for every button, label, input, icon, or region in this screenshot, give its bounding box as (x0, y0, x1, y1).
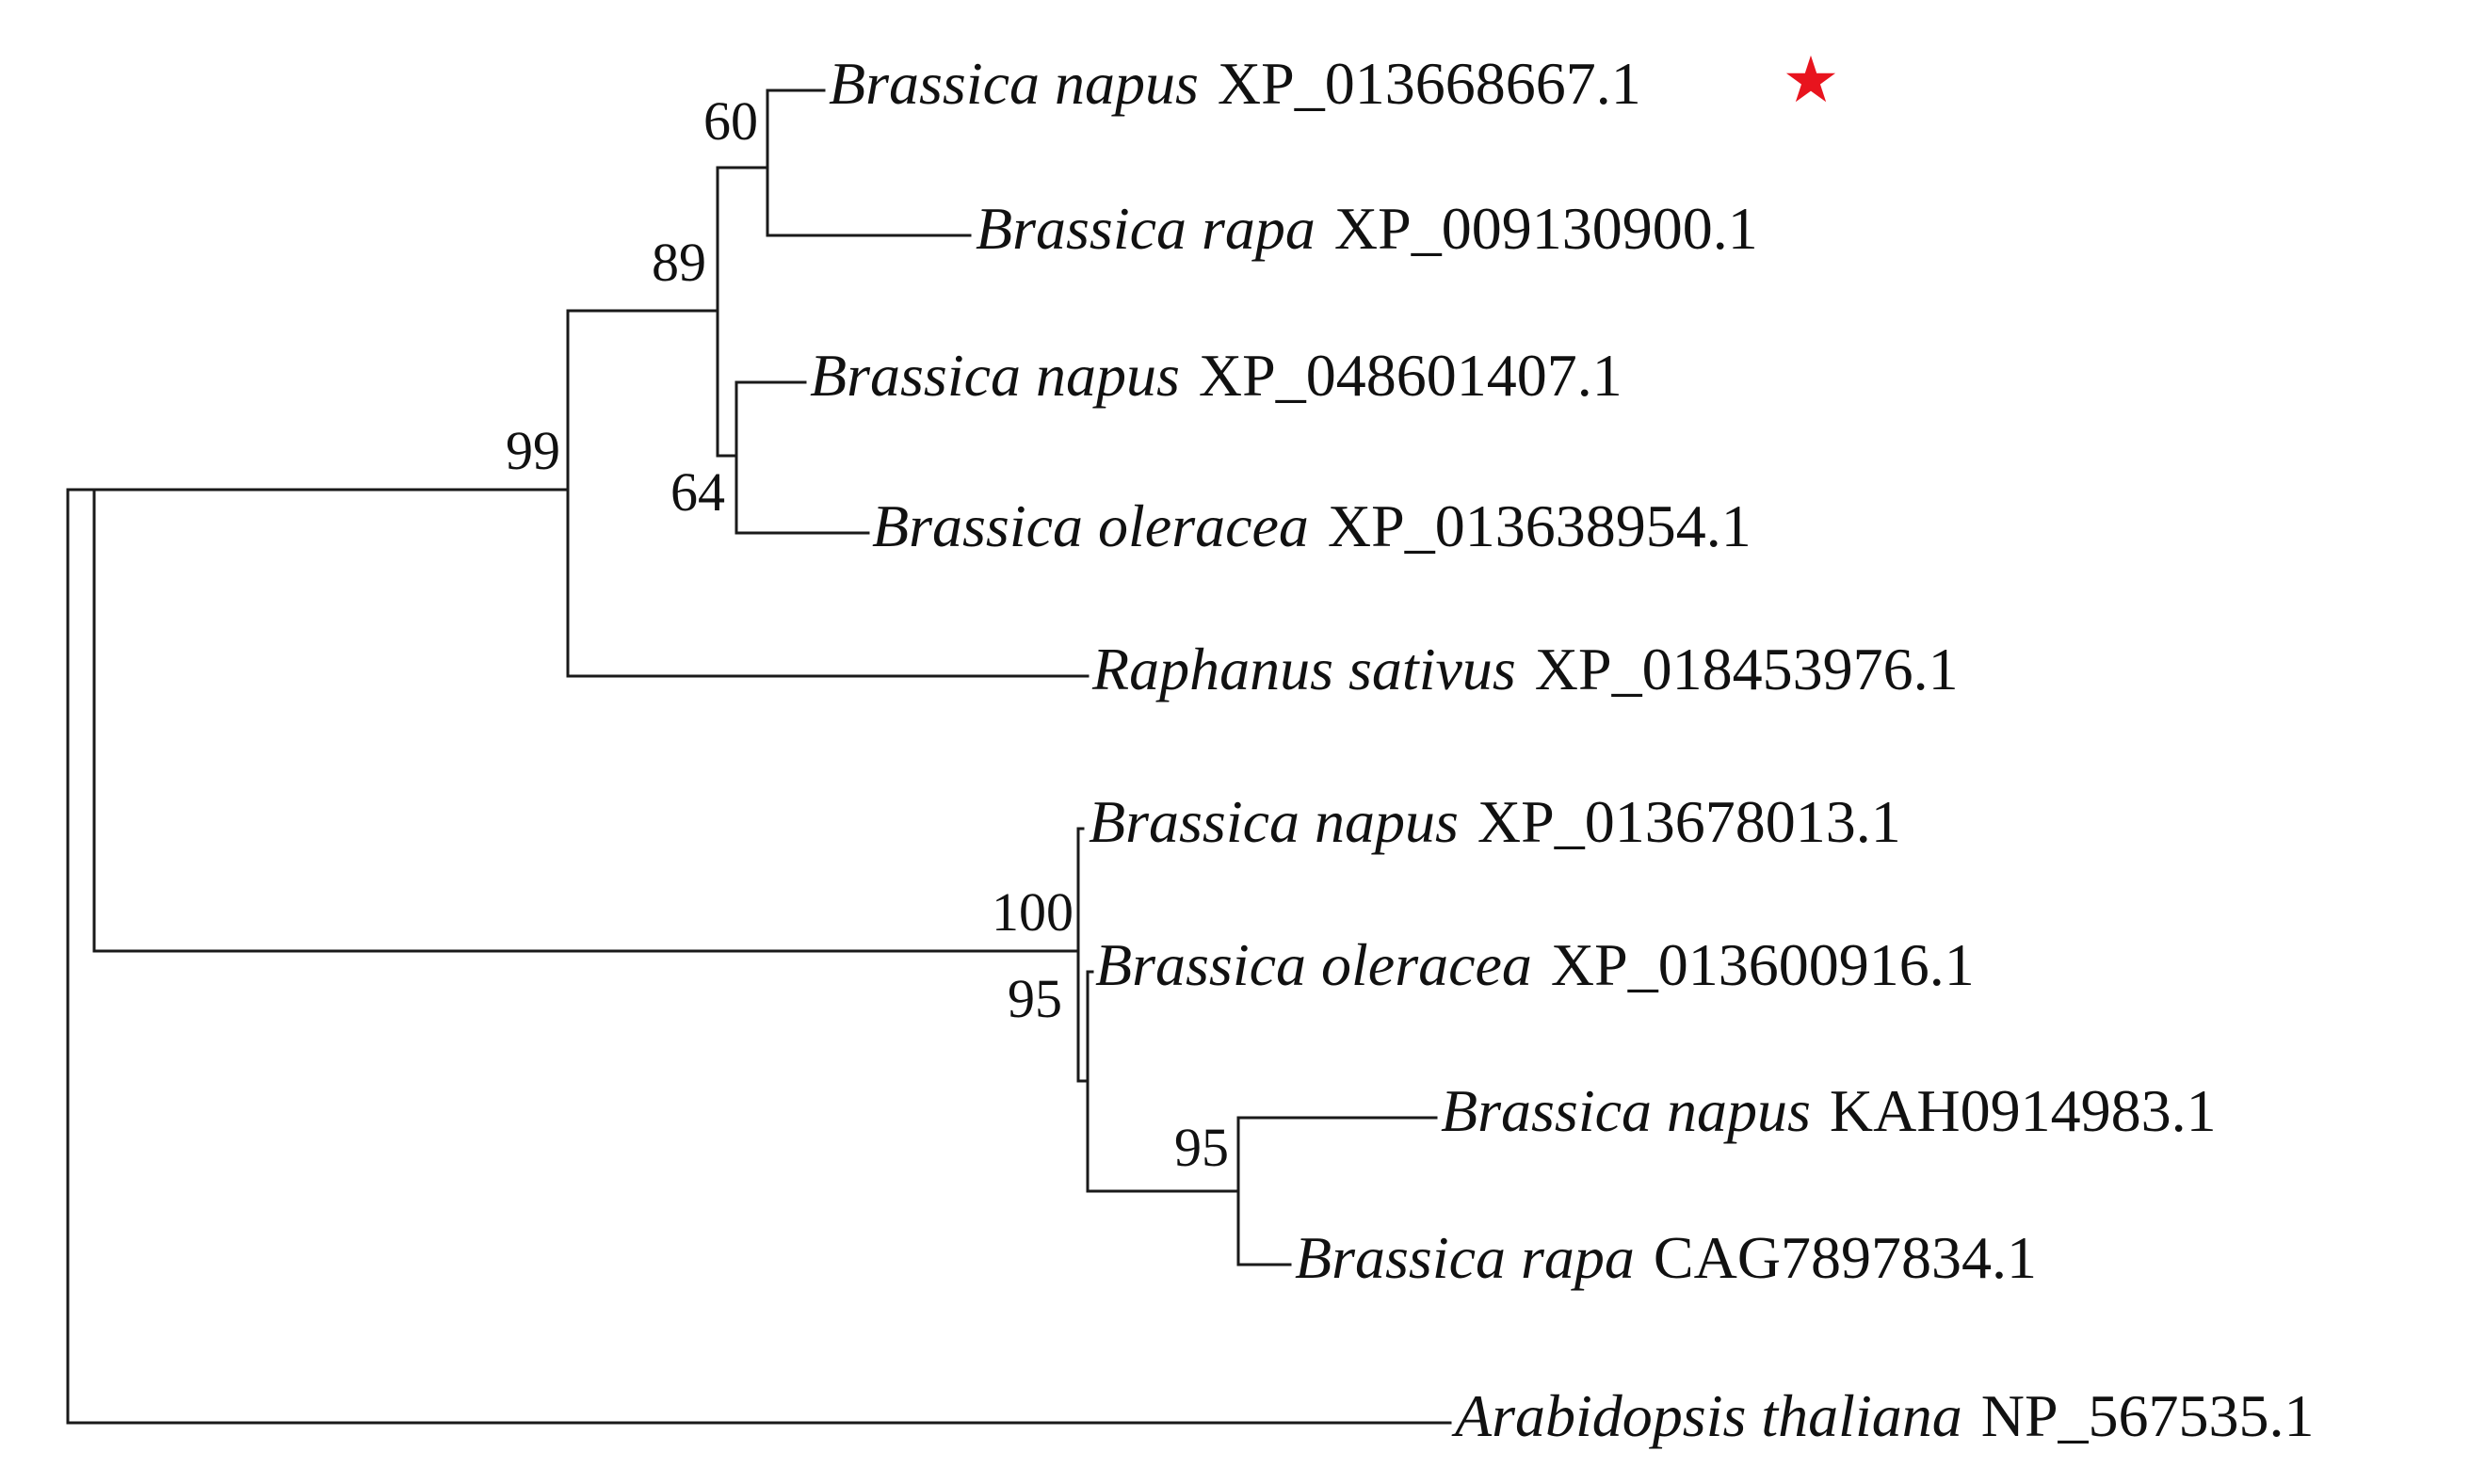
leaf-accession: XP_013638954.1 (1328, 492, 1752, 559)
leaf-label: Raphanus sativus XP_018453976.1 (1091, 636, 1959, 702)
leaf-accession: XP_009130900.1 (1334, 195, 1758, 262)
leaf-label: Brassica napus XP_048601407.1 (810, 342, 1622, 409)
bootstrap-95: 95 (1174, 1117, 1229, 1178)
leaf-accession: NP_567535.1 (1981, 1382, 2315, 1449)
leaf-accession: XP_013668667.1 (1218, 50, 1641, 117)
bootstrap-100: 100 (992, 881, 1074, 943)
leaf-accession: XP_013678013.1 (1477, 788, 1901, 855)
leaf-label: Brassica napus XP_013678013.1 (1089, 788, 1901, 855)
tree-branches (66, 89, 1452, 1425)
leaf-label: Brassica oleracea XP_013600916.1 (1095, 931, 1975, 998)
leaf-species: Brassica rapa (976, 195, 1316, 262)
leaf-accession: KAH0914983.1 (1830, 1077, 2217, 1144)
leaf-label: Brassica rapa CAG7897834.1 (1295, 1224, 2037, 1291)
bootstrap-95: 95 (1008, 968, 1062, 1029)
bootstrap-values: 60 89 64 99 100 95 95 (506, 90, 1229, 1178)
leaf-accession: XP_048601407.1 (1199, 342, 1622, 409)
leaf-species: Brassica napus (829, 50, 1199, 117)
leaf-labels: Brassica napus XP_013668667.1 Brassica r… (810, 50, 2315, 1449)
leaf-label: Brassica rapa XP_009130900.1 (976, 195, 1758, 262)
bootstrap-64: 64 (670, 461, 725, 523)
leaf-label: Brassica napus XP_013668667.1 (829, 50, 1641, 117)
bootstrap-60: 60 (703, 90, 758, 152)
leaf-accession: XP_018453976.1 (1535, 636, 1959, 702)
leaf-label: Brassica napus KAH0914983.1 (1441, 1077, 2217, 1144)
leaf-species: Brassica oleracea (872, 492, 1309, 559)
branch-root (66, 488, 96, 1425)
leaf-species: Brassica napus (1089, 788, 1459, 855)
leaf-species: Brassica napus (1441, 1077, 1811, 1144)
leaf-label: Brassica oleracea XP_013638954.1 (872, 492, 1752, 559)
bootstrap-89: 89 (652, 232, 706, 293)
leaf-species: Raphanus sativus (1091, 636, 1516, 702)
leaf-species: Brassica oleracea (1095, 931, 1532, 998)
leaf-label: Arabidopsis thaliana NP_567535.1 (1451, 1382, 2315, 1449)
leaf-species: Arabidopsis thaliana (1451, 1382, 1962, 1449)
star-icon: ★ (1783, 43, 1840, 118)
bootstrap-99: 99 (506, 420, 560, 481)
leaf-accession: CAG7897834.1 (1654, 1224, 2037, 1291)
leaf-species: Brassica napus (810, 342, 1180, 409)
leaf-accession: XP_013600916.1 (1551, 931, 1975, 998)
leaf-species: Brassica rapa (1295, 1224, 1635, 1291)
